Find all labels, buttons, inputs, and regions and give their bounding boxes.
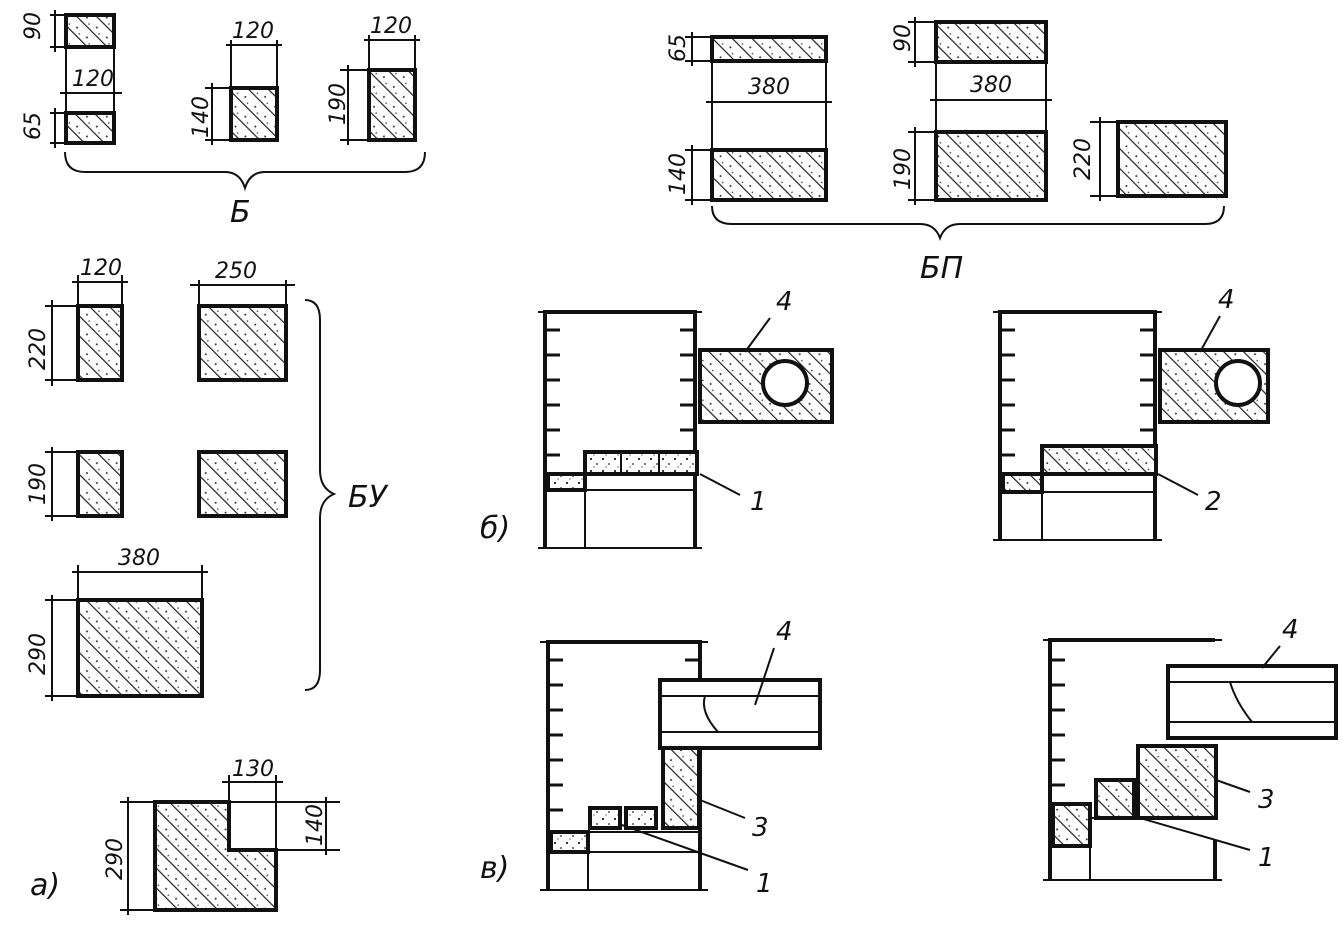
block-b-small-stack bbox=[50, 10, 122, 148]
callout-b-right-2: 2 bbox=[1205, 487, 1222, 517]
dim-corner-h140: 140 bbox=[303, 804, 328, 846]
block-bu-190 bbox=[45, 447, 124, 521]
leader-v-left-3 bbox=[699, 799, 746, 819]
dim-b-w120c: 120 bbox=[370, 14, 412, 39]
callout-v-right-3: 3 bbox=[1258, 785, 1275, 815]
dim-bp-h140: 140 bbox=[666, 153, 691, 195]
dim-b-w120a: 120 bbox=[72, 67, 114, 92]
callout-v-left-3: 3 bbox=[752, 813, 769, 843]
brace-bu bbox=[304, 299, 337, 691]
detail-b-right bbox=[993, 310, 1270, 541]
callout-v-right-4: 4 bbox=[1282, 615, 1299, 645]
dim-bp-w380b: 380 bbox=[970, 73, 1012, 98]
block-bu-250b bbox=[197, 450, 288, 518]
block-bu-250 bbox=[190, 280, 295, 382]
label-bp: БП bbox=[920, 251, 963, 286]
dim-bp-w380a: 380 bbox=[748, 75, 790, 100]
dim-b-h140: 140 bbox=[189, 96, 214, 138]
dim-bu-h220: 220 bbox=[26, 328, 51, 370]
dim-bp-h65: 65 bbox=[666, 34, 691, 62]
group-b: 90 120 65 120 140 120 190 Б bbox=[21, 10, 426, 230]
callout-v-right-1: 1 bbox=[1258, 843, 1275, 873]
dim-b-h190: 190 bbox=[326, 83, 351, 125]
leader-v-right-4 bbox=[1261, 645, 1281, 669]
subfig-label-v: в) bbox=[480, 851, 509, 886]
callout-v-left-1: 1 bbox=[756, 869, 773, 899]
subfig-label-b: б) bbox=[480, 511, 510, 546]
dim-corner-h290: 290 bbox=[103, 838, 128, 880]
block-bp-right bbox=[1090, 117, 1228, 201]
block-bp-left bbox=[685, 32, 832, 205]
dim-bp-h220: 220 bbox=[1071, 138, 1096, 180]
brace-b bbox=[64, 151, 426, 192]
leader-b-left-1 bbox=[699, 473, 741, 496]
label-bu: БУ bbox=[348, 480, 389, 515]
dim-bu-w250: 250 bbox=[215, 259, 257, 284]
block-bu-380 bbox=[45, 565, 208, 701]
dim-bu-w380: 380 bbox=[118, 546, 160, 571]
block-b-190 bbox=[340, 35, 420, 145]
dim-b-h65: 65 bbox=[21, 112, 46, 140]
subfig-label-a: а) bbox=[30, 868, 60, 903]
dim-corner-w130: 130 bbox=[232, 757, 274, 782]
brace-bp bbox=[711, 205, 1225, 241]
leader-b-right-4 bbox=[1199, 315, 1221, 353]
block-bu-120 bbox=[45, 275, 128, 386]
callout-b-right-4: 4 bbox=[1218, 285, 1235, 315]
leader-v-right-1 bbox=[1139, 817, 1251, 851]
dim-bu-h190: 190 bbox=[26, 463, 51, 505]
block-b-140 bbox=[205, 40, 282, 145]
dim-bp-h90: 90 bbox=[891, 24, 916, 52]
callout-b-left-1: 1 bbox=[750, 487, 767, 517]
label-b: Б bbox=[230, 195, 251, 230]
dim-bu-h290: 290 bbox=[26, 633, 51, 675]
group-bp: 65 380 140 90 380 190 220 БП bbox=[666, 17, 1228, 286]
group-bu: 120 220 250 190 380 290 БУ bbox=[26, 256, 389, 701]
detail-v-left bbox=[540, 640, 822, 891]
leader-b-right-2 bbox=[1157, 473, 1199, 496]
detail-v-right bbox=[1043, 638, 1338, 881]
corner-block bbox=[120, 775, 340, 915]
callout-b-left-4: 4 bbox=[776, 287, 793, 317]
leader-b-left-4 bbox=[744, 317, 771, 353]
dim-bp-h190: 190 bbox=[891, 148, 916, 190]
leader-v-right-3 bbox=[1215, 779, 1251, 793]
block-bp-mid bbox=[908, 17, 1052, 205]
dim-bu-w120: 120 bbox=[80, 256, 122, 281]
detail-b-left bbox=[538, 310, 834, 549]
dim-b-h90: 90 bbox=[21, 12, 46, 40]
leader-v-left-1 bbox=[621, 824, 749, 871]
leader-v-left-4 bbox=[754, 647, 775, 706]
dim-b-w120b: 120 bbox=[232, 19, 274, 44]
callout-v-left-4: 4 bbox=[776, 617, 793, 647]
